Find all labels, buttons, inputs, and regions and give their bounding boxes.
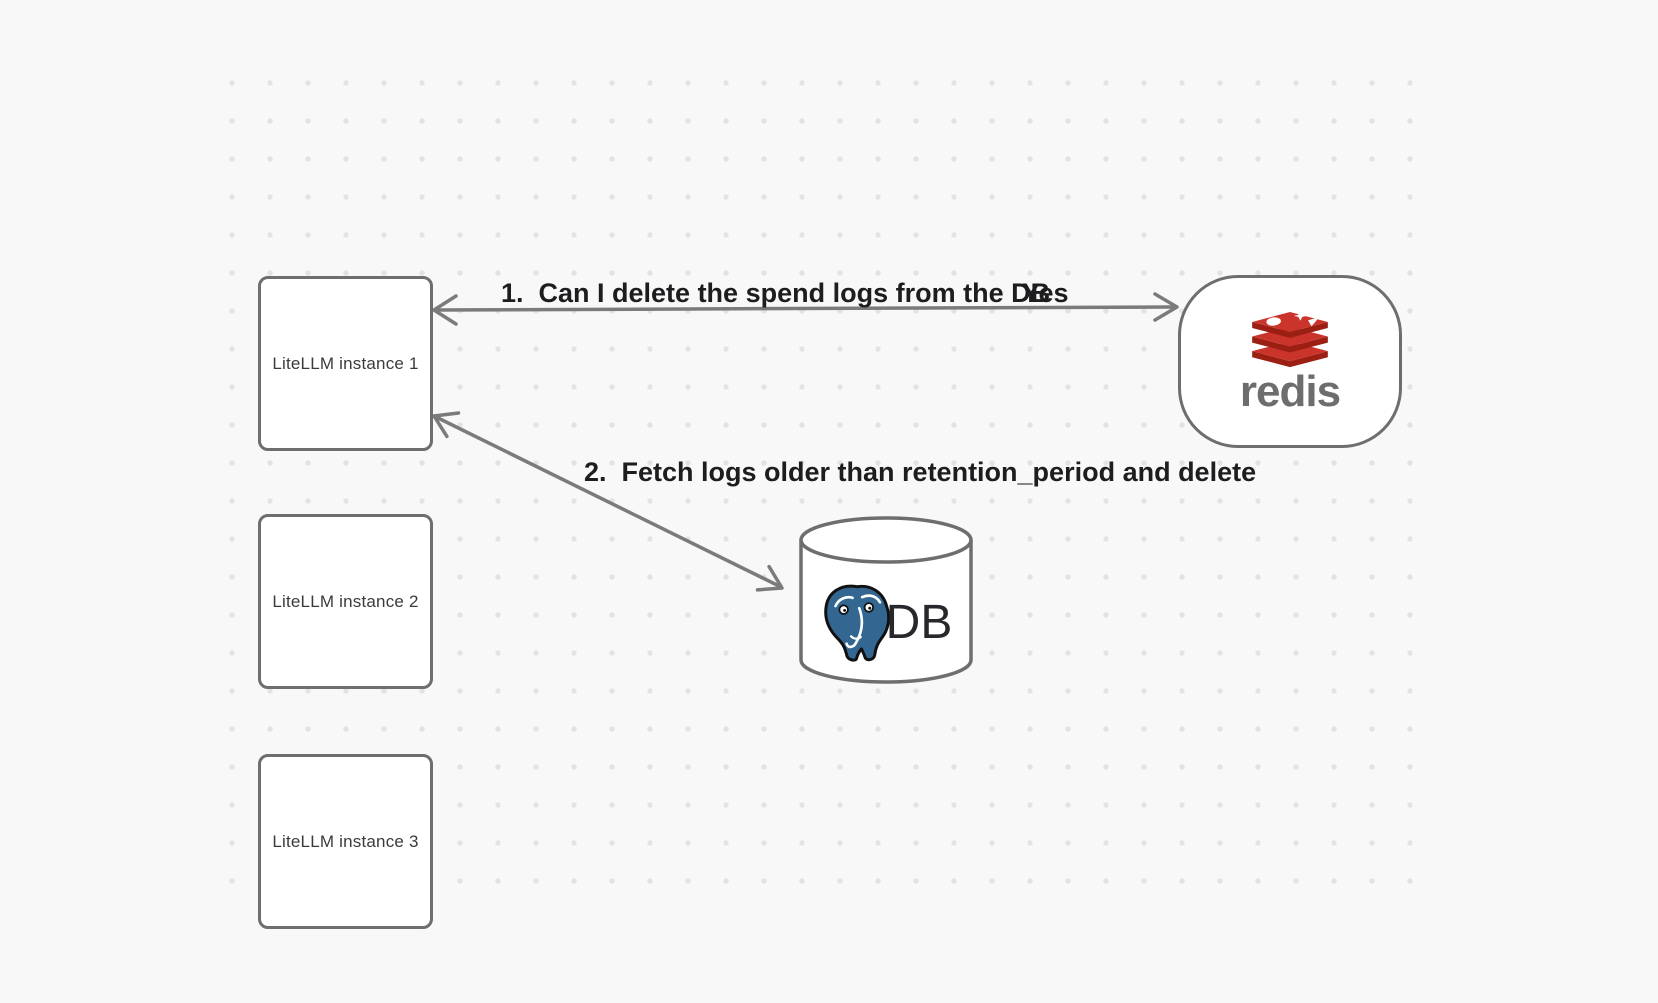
node-litellm-instance-2[interactable]: LiteLLM instance 2 <box>258 514 433 689</box>
node-label: LiteLLM instance 3 <box>272 831 419 851</box>
node-database[interactable]: DB <box>798 514 974 686</box>
arrowhead-upperleft-icon <box>432 411 461 439</box>
node-redis[interactable]: redis <box>1178 275 1402 448</box>
node-label: LiteLLM instance 1 <box>272 353 419 373</box>
arrowhead-lowerright-icon <box>755 564 784 592</box>
edge1-question-label[interactable]: 1. Can I delete the spend logs from the … <box>501 278 1051 308</box>
edge1-response-label[interactable]: Yes <box>1022 278 1069 308</box>
arrow-instance1-db[interactable] <box>432 411 784 592</box>
edge2-action-label[interactable]: 2. Fetch logs older than retention_perio… <box>584 457 1257 487</box>
redis-stack-icon <box>1252 311 1328 367</box>
node-label: LiteLLM instance 2 <box>272 591 419 611</box>
redis-wordmark: redis <box>1239 366 1341 416</box>
node-litellm-instance-1[interactable]: LiteLLM instance 1 <box>258 276 433 451</box>
db-label: DB <box>885 596 953 649</box>
arrow-instance1-redis[interactable] <box>432 292 1179 326</box>
arrowhead-left-icon <box>432 294 458 326</box>
postgresql-elephant-icon <box>823 584 890 662</box>
node-litellm-instance-3[interactable]: LiteLLM instance 3 <box>258 754 433 929</box>
arrowhead-right-icon <box>1153 292 1179 322</box>
